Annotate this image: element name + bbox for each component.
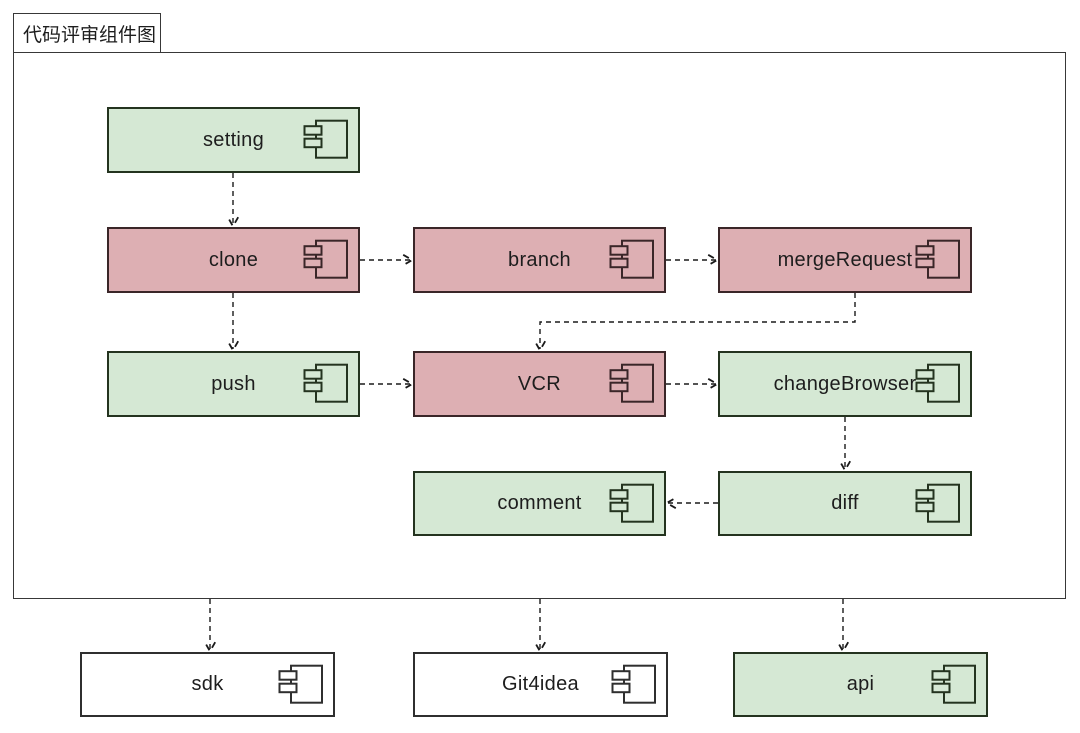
component-git4idea: Git4idea <box>413 652 668 717</box>
component-changebrowser: changeBrowser <box>718 351 972 417</box>
component-push: push <box>107 351 360 417</box>
uml-component-icon <box>609 483 654 523</box>
component-label: mergeRequest <box>777 248 913 271</box>
component-diff: diff <box>718 471 972 536</box>
uml-component-icon <box>303 363 348 403</box>
component-label: clone <box>208 248 259 271</box>
component-api: api <box>733 652 988 717</box>
component-label: diff <box>831 492 859 514</box>
uml-component-icon <box>278 664 323 704</box>
diagram-title-tab: 代码评审组件图 <box>13 13 161 53</box>
component-label: push <box>211 372 256 395</box>
uml-component-icon <box>915 363 960 403</box>
component-label: setting <box>202 128 265 151</box>
component-setting: setting <box>107 107 360 173</box>
uml-component-icon <box>915 239 960 279</box>
component-sdk: sdk <box>80 652 335 717</box>
uml-component-icon <box>609 363 654 403</box>
component-mergerequest: mergeRequest <box>718 227 972 293</box>
component-label: comment <box>497 492 582 514</box>
component-comment: comment <box>413 471 666 536</box>
component-label: branch <box>508 248 571 271</box>
component-clone: clone <box>107 227 360 293</box>
uml-component-icon <box>915 483 960 523</box>
uml-component-icon <box>611 664 656 704</box>
diagram-title: 代码评审组件图 <box>23 24 157 46</box>
component-label: sdk <box>191 673 224 695</box>
component-label: VCR <box>517 372 562 395</box>
component-vcr: VCR <box>413 351 666 417</box>
component-branch: branch <box>413 227 666 293</box>
uml-component-icon <box>303 119 348 159</box>
component-label: api <box>846 673 875 695</box>
uml-component-icon <box>609 239 654 279</box>
component-label: changeBrowser <box>773 372 917 395</box>
component-label: Git4idea <box>502 673 579 695</box>
uml-component-icon <box>931 664 976 704</box>
uml-component-icon <box>303 239 348 279</box>
